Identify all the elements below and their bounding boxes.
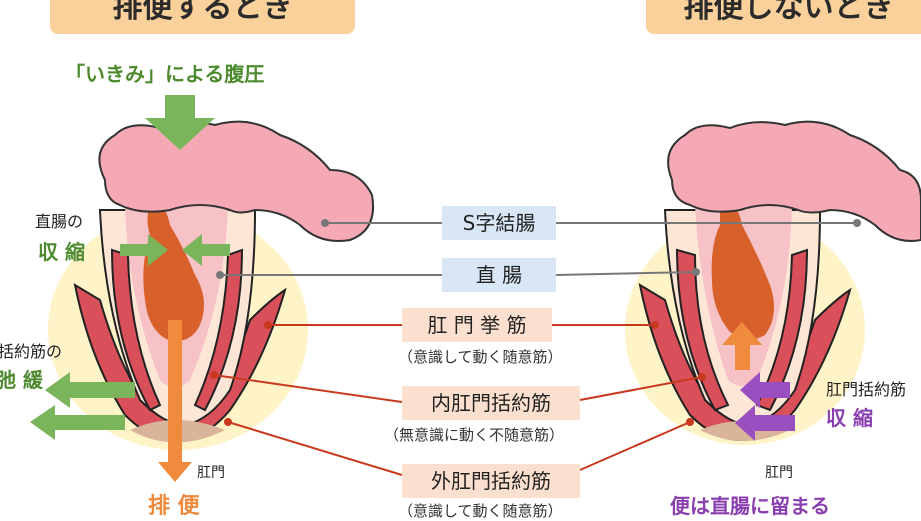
title-right: 排便しないとき [646, 0, 921, 34]
relax-arrow-upper [45, 372, 135, 408]
line-internal-right [579, 376, 703, 401]
rectum-state: 収 縮 [38, 240, 85, 264]
dot-sigmoid-right [853, 219, 861, 227]
dot-internal-right [698, 373, 706, 381]
sphincter-state-left: 弛 緩 [0, 368, 43, 392]
dot-levator-left [264, 321, 272, 329]
right-sigmoid-colon [667, 120, 921, 242]
dot-rectum-left [216, 271, 224, 279]
line-external-left [227, 421, 403, 476]
connector-lines [210, 219, 861, 476]
contract-arrow-lower [735, 405, 795, 441]
retain-arrow [722, 322, 762, 370]
rectum-contract-arrow-right [182, 234, 230, 266]
relax-arrow-lower [30, 405, 125, 440]
result-left: 排 便 [148, 494, 200, 519]
label-internal: 内肛門括約筋 [402, 386, 580, 420]
rectum-contract-arrow-left [120, 234, 168, 266]
sphincter-state-right: 収 縮 [826, 406, 873, 430]
line-external-right [579, 421, 691, 471]
pressure-arrow [145, 95, 215, 150]
label-sigmoid: S字結腸 [442, 206, 556, 240]
note-levator: （意識して動く随意筋） [398, 348, 563, 366]
left-sphincter-right [193, 248, 244, 412]
defecation-arrow [158, 320, 192, 482]
label-rectum: 直 腸 [442, 258, 556, 292]
result-right: 便は直腸に留まる [670, 494, 830, 518]
dot-rectum-right [692, 268, 700, 276]
note-external: （意識して動く随意筋） [398, 502, 563, 520]
dot-internal-left [210, 371, 218, 379]
right-stool [711, 204, 774, 340]
rectum-label: 直腸の [35, 212, 84, 231]
contract-arrow-upper [740, 372, 790, 408]
pressure-label: 「いきみ」による腹圧 [65, 62, 265, 86]
right-sphincter-left [675, 248, 730, 412]
left-anatomy [30, 95, 374, 482]
note-internal: （無意識に動く不随意筋） [384, 426, 565, 444]
dot-external-right [686, 418, 694, 426]
anus-label-right: 肛門 [765, 465, 793, 481]
line-rectum-right [555, 271, 697, 276]
label-levator: 肛 門 挙 筋 [402, 308, 552, 342]
left-sphincter-left [110, 248, 162, 412]
title-left: 排便するとき [50, 0, 355, 34]
sphincter-label-right: 肛門括約筋 [826, 380, 907, 399]
line-internal-left [213, 374, 403, 403]
anus-label-left: 肛門 [197, 465, 225, 481]
anatomy-illustration [30, 95, 921, 482]
right-anatomy [625, 120, 921, 445]
dot-sigmoid-left [321, 219, 329, 227]
sphincter-label-left: 括約筋の [0, 342, 63, 361]
dot-external-left [224, 418, 232, 426]
label-external: 外肛門括約筋 [402, 464, 580, 498]
left-stool [143, 204, 204, 341]
dot-levator-right [651, 321, 659, 329]
